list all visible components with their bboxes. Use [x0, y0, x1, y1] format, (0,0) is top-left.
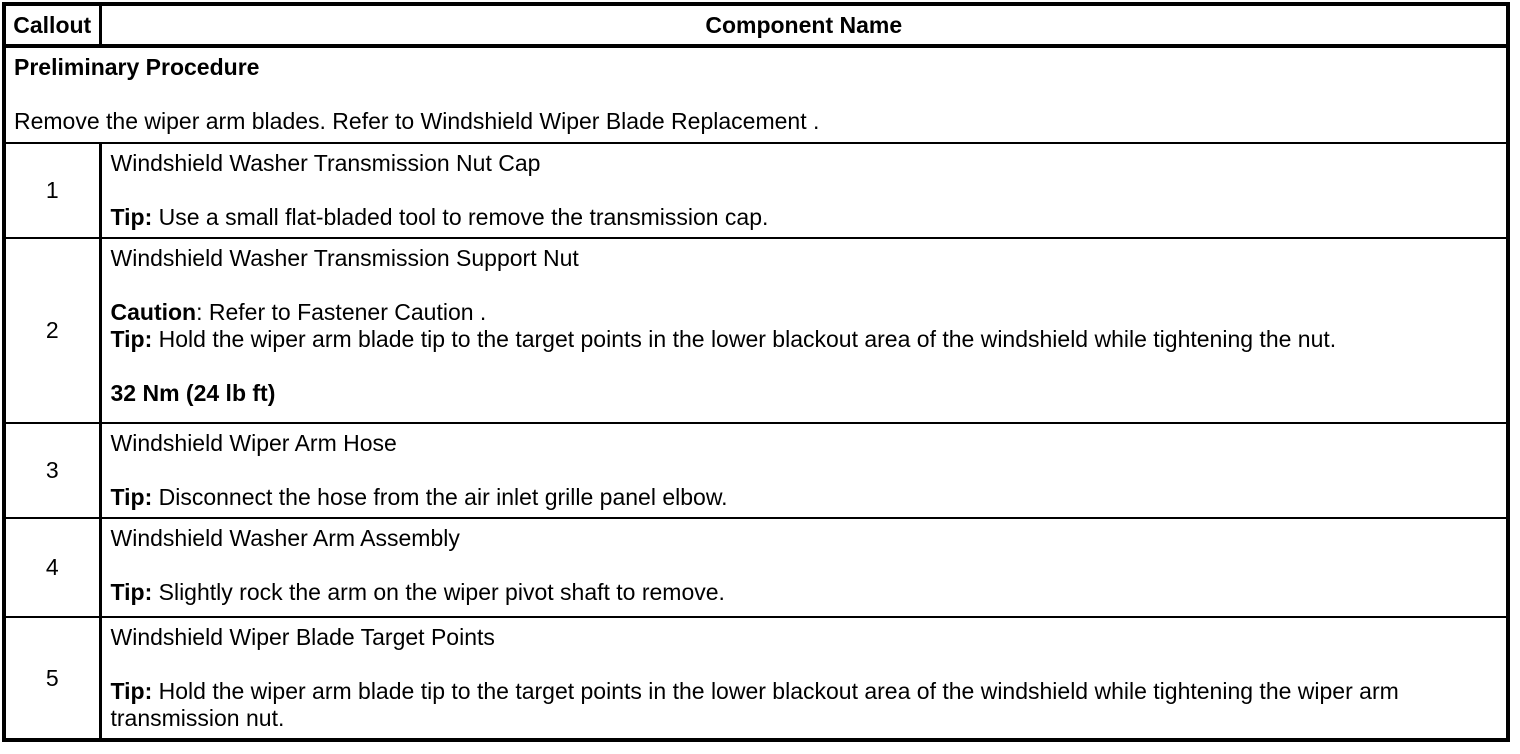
- note-line: Tip: Slightly rock the arm on the wiper …: [110, 579, 725, 605]
- note-label: Tip:: [110, 484, 153, 510]
- preliminary-procedure-title: Preliminary Procedure: [14, 54, 260, 80]
- spacer-line: [111, 651, 1499, 678]
- note-label: Caution: [110, 299, 197, 325]
- callout-number: 1: [3, 142, 102, 239]
- component-cell: Windshield Washer Arm Assembly Tip: Slig…: [99, 517, 1509, 618]
- component-callout-table: Callout Component Name Preliminary Proce…: [2, 2, 1510, 742]
- note-label: Tip:: [110, 326, 153, 352]
- component-name-column-header: Component Name: [99, 3, 1509, 48]
- preliminary-procedure-text: Remove the wiper arm blades. Refer to Wi…: [14, 108, 820, 134]
- note-label: Tip:: [110, 204, 153, 230]
- callout-number: 5: [3, 616, 102, 741]
- callout-number: 4: [3, 517, 102, 618]
- spacer-line: [111, 177, 1499, 204]
- spacer-line: [14, 81, 1497, 108]
- torque-spec: 32 Nm (24 lb ft): [110, 380, 276, 406]
- note-label: Tip:: [110, 579, 153, 605]
- spacer-line: [111, 353, 1499, 380]
- preliminary-procedure-row: Preliminary Procedure Remove the wiper a…: [3, 45, 1509, 144]
- callout-number: 3: [3, 422, 102, 519]
- header-row: Callout Component Name: [3, 3, 1509, 48]
- component-row: 2 Windshield Washer Transmission Support …: [3, 237, 1509, 424]
- note-line: Tip: Hold the wiper arm blade tip to the…: [110, 678, 1399, 731]
- note-line: Tip: Disconnect the hose from the air in…: [110, 484, 728, 510]
- callout-column-header: Callout: [3, 3, 102, 48]
- component-cell: Windshield Wiper Blade Target Points Tip…: [99, 616, 1509, 741]
- spacer-line: [111, 457, 1499, 484]
- spacer-line: [111, 272, 1499, 299]
- component-name: Windshield Wiper Blade Target Points: [110, 624, 495, 650]
- spacer-line: [111, 552, 1499, 579]
- note-line: Tip: Hold the wiper arm blade tip to the…: [110, 326, 1337, 352]
- callout-number: 2: [3, 237, 102, 424]
- component-cell: Windshield Washer Transmission Nut Cap T…: [99, 142, 1509, 239]
- note-label: Tip:: [110, 678, 153, 704]
- component-cell: Windshield Washer Transmission Support N…: [99, 237, 1509, 424]
- note-line: Tip: Use a small flat-bladed tool to rem…: [110, 204, 769, 230]
- preliminary-procedure-cell: Preliminary Procedure Remove the wiper a…: [3, 45, 1509, 144]
- component-name: Windshield Washer Transmission Support N…: [110, 245, 579, 271]
- component-name: Windshield Washer Transmission Nut Cap: [110, 150, 541, 176]
- component-name: Windshield Washer Arm Assembly: [110, 525, 460, 551]
- component-name: Windshield Wiper Arm Hose: [110, 430, 397, 456]
- note-line: Caution: Refer to Fastener Caution .: [110, 299, 487, 325]
- component-cell: Windshield Wiper Arm Hose Tip: Disconnec…: [99, 422, 1509, 519]
